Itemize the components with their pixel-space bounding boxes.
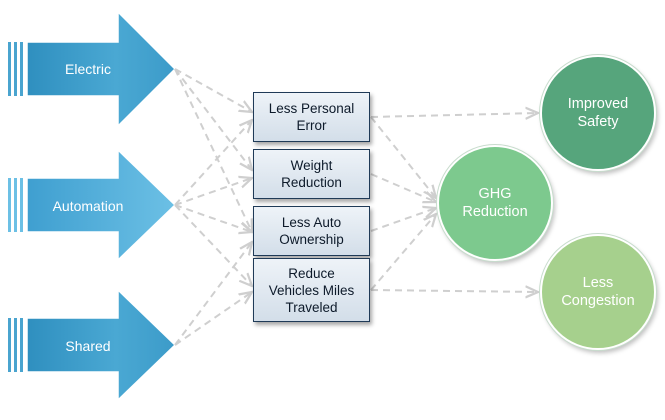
impact-box-less-personal-error: Less Personal Error [253, 92, 370, 142]
connector-shared-vmt [174, 292, 252, 346]
impact-box-reduce-vmt: Reduce Vehicles Miles Traveled [253, 258, 370, 322]
connector-automation-ownership [174, 204, 252, 232]
connector-weight-ghg [370, 173, 436, 202]
impact-box-less-auto-ownership: Less Auto Ownership [253, 206, 370, 256]
connector-vmt-congestion [370, 290, 538, 292]
connector-vmt-ghg [370, 214, 436, 291]
connector-automation-vmt [174, 204, 252, 286]
connector-electric-ownership [174, 68, 252, 232]
outcome-circle-less-congestion: Less Congestion [540, 234, 656, 350]
impact-box-weight-reduction: Weight Reduction [253, 149, 370, 199]
input-arrow-shared [8, 288, 177, 402]
input-arrow-automation [8, 148, 177, 262]
input-arrow-electric [8, 10, 177, 128]
outcome-circle-improved-safety: Improved Safety [540, 55, 656, 171]
connector-shared-ownership [174, 242, 252, 346]
connector-automation-weight [174, 178, 252, 206]
connector-error-safety [370, 113, 538, 117]
connector-electric-weight [174, 68, 252, 170]
connector-error-ghg [370, 116, 436, 198]
connector-ownership-ghg [370, 208, 436, 232]
outcome-circle-ghg-reduction: GHG Reduction [437, 145, 553, 261]
connector-electric-error [174, 68, 252, 112]
